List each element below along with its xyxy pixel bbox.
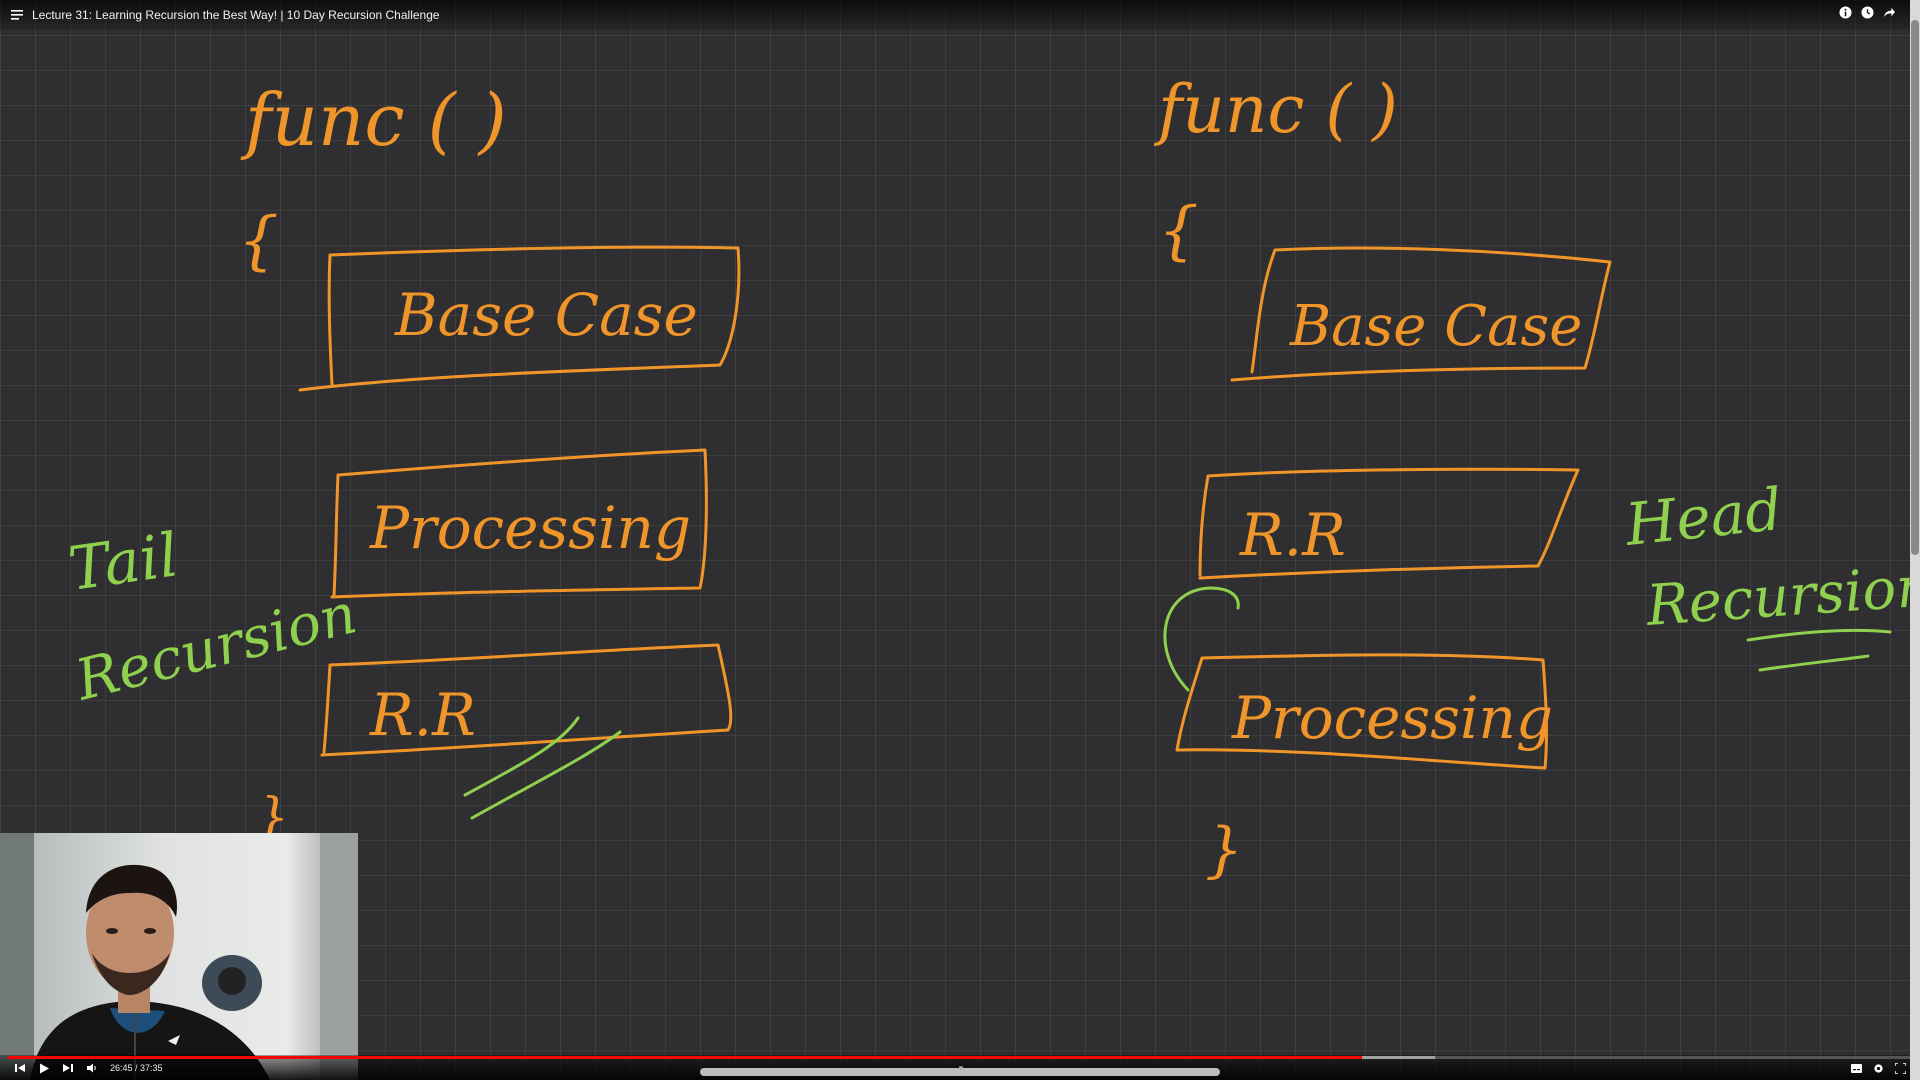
title-bar: Lecture 31: Learning Recursion the Best … — [0, 0, 1910, 30]
controls-left: 26:45 / 37:35 — [14, 1062, 163, 1074]
top-actions — [1838, 5, 1896, 19]
vertical-scrollbar[interactable] — [1910, 0, 1920, 1080]
right-side-label-1: Head — [1621, 475, 1785, 559]
right-processing-box — [1175, 653, 1548, 770]
volume-icon[interactable] — [86, 1062, 98, 1074]
left-side-label-2: Recursion — [69, 581, 363, 713]
left-box2-label: Processing — [369, 494, 691, 562]
horizontal-scrollbar[interactable] — [700, 1068, 1220, 1076]
right-base-case-box — [1230, 246, 1612, 382]
time-display: 26:45 / 37:35 — [110, 1063, 163, 1073]
left-signature: func ( ) — [240, 78, 507, 162]
share-icon[interactable] — [1882, 5, 1896, 19]
right-open-brace: { — [1158, 194, 1199, 268]
left-side-label-1: Tail — [64, 520, 182, 605]
chevron-down-icon[interactable]: ▼ — [957, 1064, 965, 1073]
right-box1-label: Base Case — [1289, 294, 1582, 359]
progress-bar[interactable] — [8, 1056, 1910, 1059]
right-box2-label: R.R — [1239, 501, 1346, 569]
info-icon[interactable] — [1838, 5, 1852, 19]
left-strike-lines — [463, 716, 622, 820]
video-title[interactable]: Lecture 31: Learning Recursion the Best … — [32, 8, 440, 22]
left-open-brace: { — [238, 204, 279, 278]
whiteboard: func ( ) { Base Case Processing R.R } Ta… — [64, 71, 1910, 885]
subtitles-icon[interactable] — [1850, 1062, 1862, 1074]
progress-played — [8, 1056, 1363, 1059]
right-rr-box — [1198, 467, 1580, 580]
right-call-arrow — [1163, 586, 1240, 692]
playlist-menu-icon[interactable] — [10, 8, 24, 22]
controls-right — [1850, 1062, 1906, 1074]
fullscreen-icon[interactable] — [1894, 1062, 1906, 1074]
settings-gear-icon[interactable] — [1872, 1062, 1884, 1074]
left-box3-label: R.R — [369, 681, 476, 749]
presenter-image — [0, 833, 358, 1080]
left-box1-label: Base Case — [394, 281, 698, 349]
right-underline — [1746, 628, 1892, 672]
right-side-label-2: Recursion — [1643, 554, 1910, 639]
left-processing-box — [330, 448, 708, 599]
clock-icon[interactable] — [1860, 5, 1874, 19]
webcam-overlay — [0, 833, 358, 1080]
play-icon[interactable] — [38, 1062, 50, 1074]
previous-icon[interactable] — [14, 1062, 26, 1074]
left-base-case-box — [298, 245, 741, 392]
next-icon[interactable] — [62, 1062, 74, 1074]
right-signature: func ( ) — [1153, 71, 1398, 148]
left-rr-box — [320, 643, 733, 757]
right-close-brace: } — [1205, 815, 1243, 885]
scrollbar-thumb[interactable] — [1911, 20, 1919, 555]
right-box3-label: Processing — [1231, 684, 1553, 752]
